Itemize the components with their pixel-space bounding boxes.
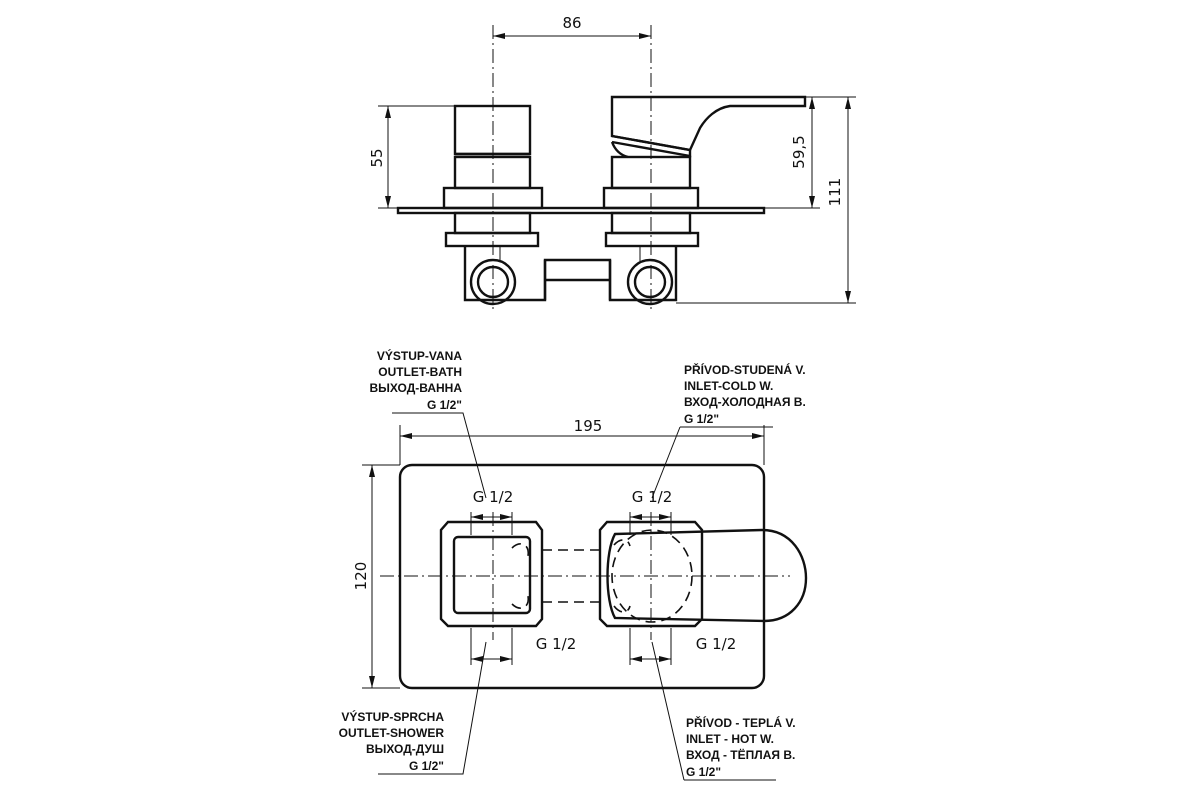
thread-dim-bottom-right: G 1/2 (629, 628, 737, 665)
svg-text:VÝSTUP-SPRCHA: VÝSTUP-SPRCHA (341, 709, 444, 724)
svg-text:PŘÍVOD - TEPLÁ V.: PŘÍVOD - TEPLÁ V. (686, 715, 796, 730)
svg-text:VÝSTUP-VANA: VÝSTUP-VANA (377, 348, 462, 363)
side-view: 86 55 59,5 111 (368, 14, 856, 310)
thread-dim-top-left: G 1/2 (470, 488, 514, 535)
dimension-55: 55 (368, 105, 455, 209)
callout-outlet-shower: VÝSTUP-SPRCHA OUTLET-SHOWER ВЫХОД-ДУШ G … (339, 709, 445, 773)
diverter-knob-front (439, 520, 544, 628)
dimension-195: 195 (399, 417, 765, 465)
dimension-120: 120 (352, 464, 400, 689)
mixer-lever-front (598, 520, 808, 628)
svg-text:120: 120 (352, 562, 370, 591)
svg-text:195: 195 (574, 417, 603, 435)
front-view: 195 120 G 1/2 G 1/2 G 1/2 (339, 348, 808, 781)
svg-text:ВЫХОД-ВАННА: ВЫХОД-ВАННА (369, 381, 462, 395)
valve-body-side (444, 211, 700, 306)
callout-leaders (378, 412, 776, 781)
svg-text:OUTLET-BATH: OUTLET-BATH (378, 365, 462, 379)
wall-plate-side (396, 206, 766, 215)
svg-text:OUTLET-SHOWER: OUTLET-SHOWER (339, 726, 445, 740)
svg-text:59,5: 59,5 (790, 135, 808, 168)
thread-dim-bottom-left: G 1/2 (470, 628, 577, 665)
callout-inlet-hot: PŘÍVOD - TEPLÁ V. INLET - HOT W. ВХОД - … (686, 715, 796, 779)
callout-outlet-bath: VÝSTUP-VANA OUTLET-BATH ВЫХОД-ВАННА G 1/… (369, 348, 462, 412)
svg-text:ВЫХОД-ДУШ: ВЫХОД-ДУШ (366, 742, 444, 756)
svg-text:86: 86 (562, 14, 581, 32)
dimension-111: 111 (676, 97, 856, 304)
svg-text:G 1/2: G 1/2 (536, 635, 577, 653)
svg-text:111: 111 (826, 178, 844, 207)
svg-text:G 1/2": G 1/2" (686, 765, 721, 779)
mixer-lever-side (602, 95, 807, 210)
svg-text:G 1/2": G 1/2" (427, 398, 462, 412)
svg-text:G 1/2: G 1/2 (696, 635, 737, 653)
svg-text:G 1/2: G 1/2 (473, 488, 514, 506)
svg-text:ВХОД - ТЁПЛАЯ В.: ВХОД - ТЁПЛАЯ В. (686, 747, 795, 762)
svg-text:G 1/2": G 1/2" (409, 759, 444, 773)
dimension-86: 86 (493, 14, 651, 39)
thread-dim-top-right: G 1/2 (629, 488, 672, 535)
svg-text:PŘÍVOD-STUDENÁ V.: PŘÍVOD-STUDENÁ V. (684, 362, 806, 377)
svg-text:ВХОД-ХОЛОДНАЯ В.: ВХОД-ХОЛОДНАЯ В. (684, 395, 806, 409)
svg-text:INLET - HOT W.: INLET - HOT W. (686, 732, 774, 746)
hidden-internals (511, 543, 600, 609)
svg-text:G 1/2": G 1/2" (684, 412, 719, 426)
callout-inlet-cold: PŘÍVOD-STUDENÁ V. INLET-COLD W. ВХОД-ХОЛ… (684, 362, 806, 426)
svg-text:INLET-COLD W.: INLET-COLD W. (684, 379, 773, 393)
svg-text:55: 55 (368, 148, 386, 167)
